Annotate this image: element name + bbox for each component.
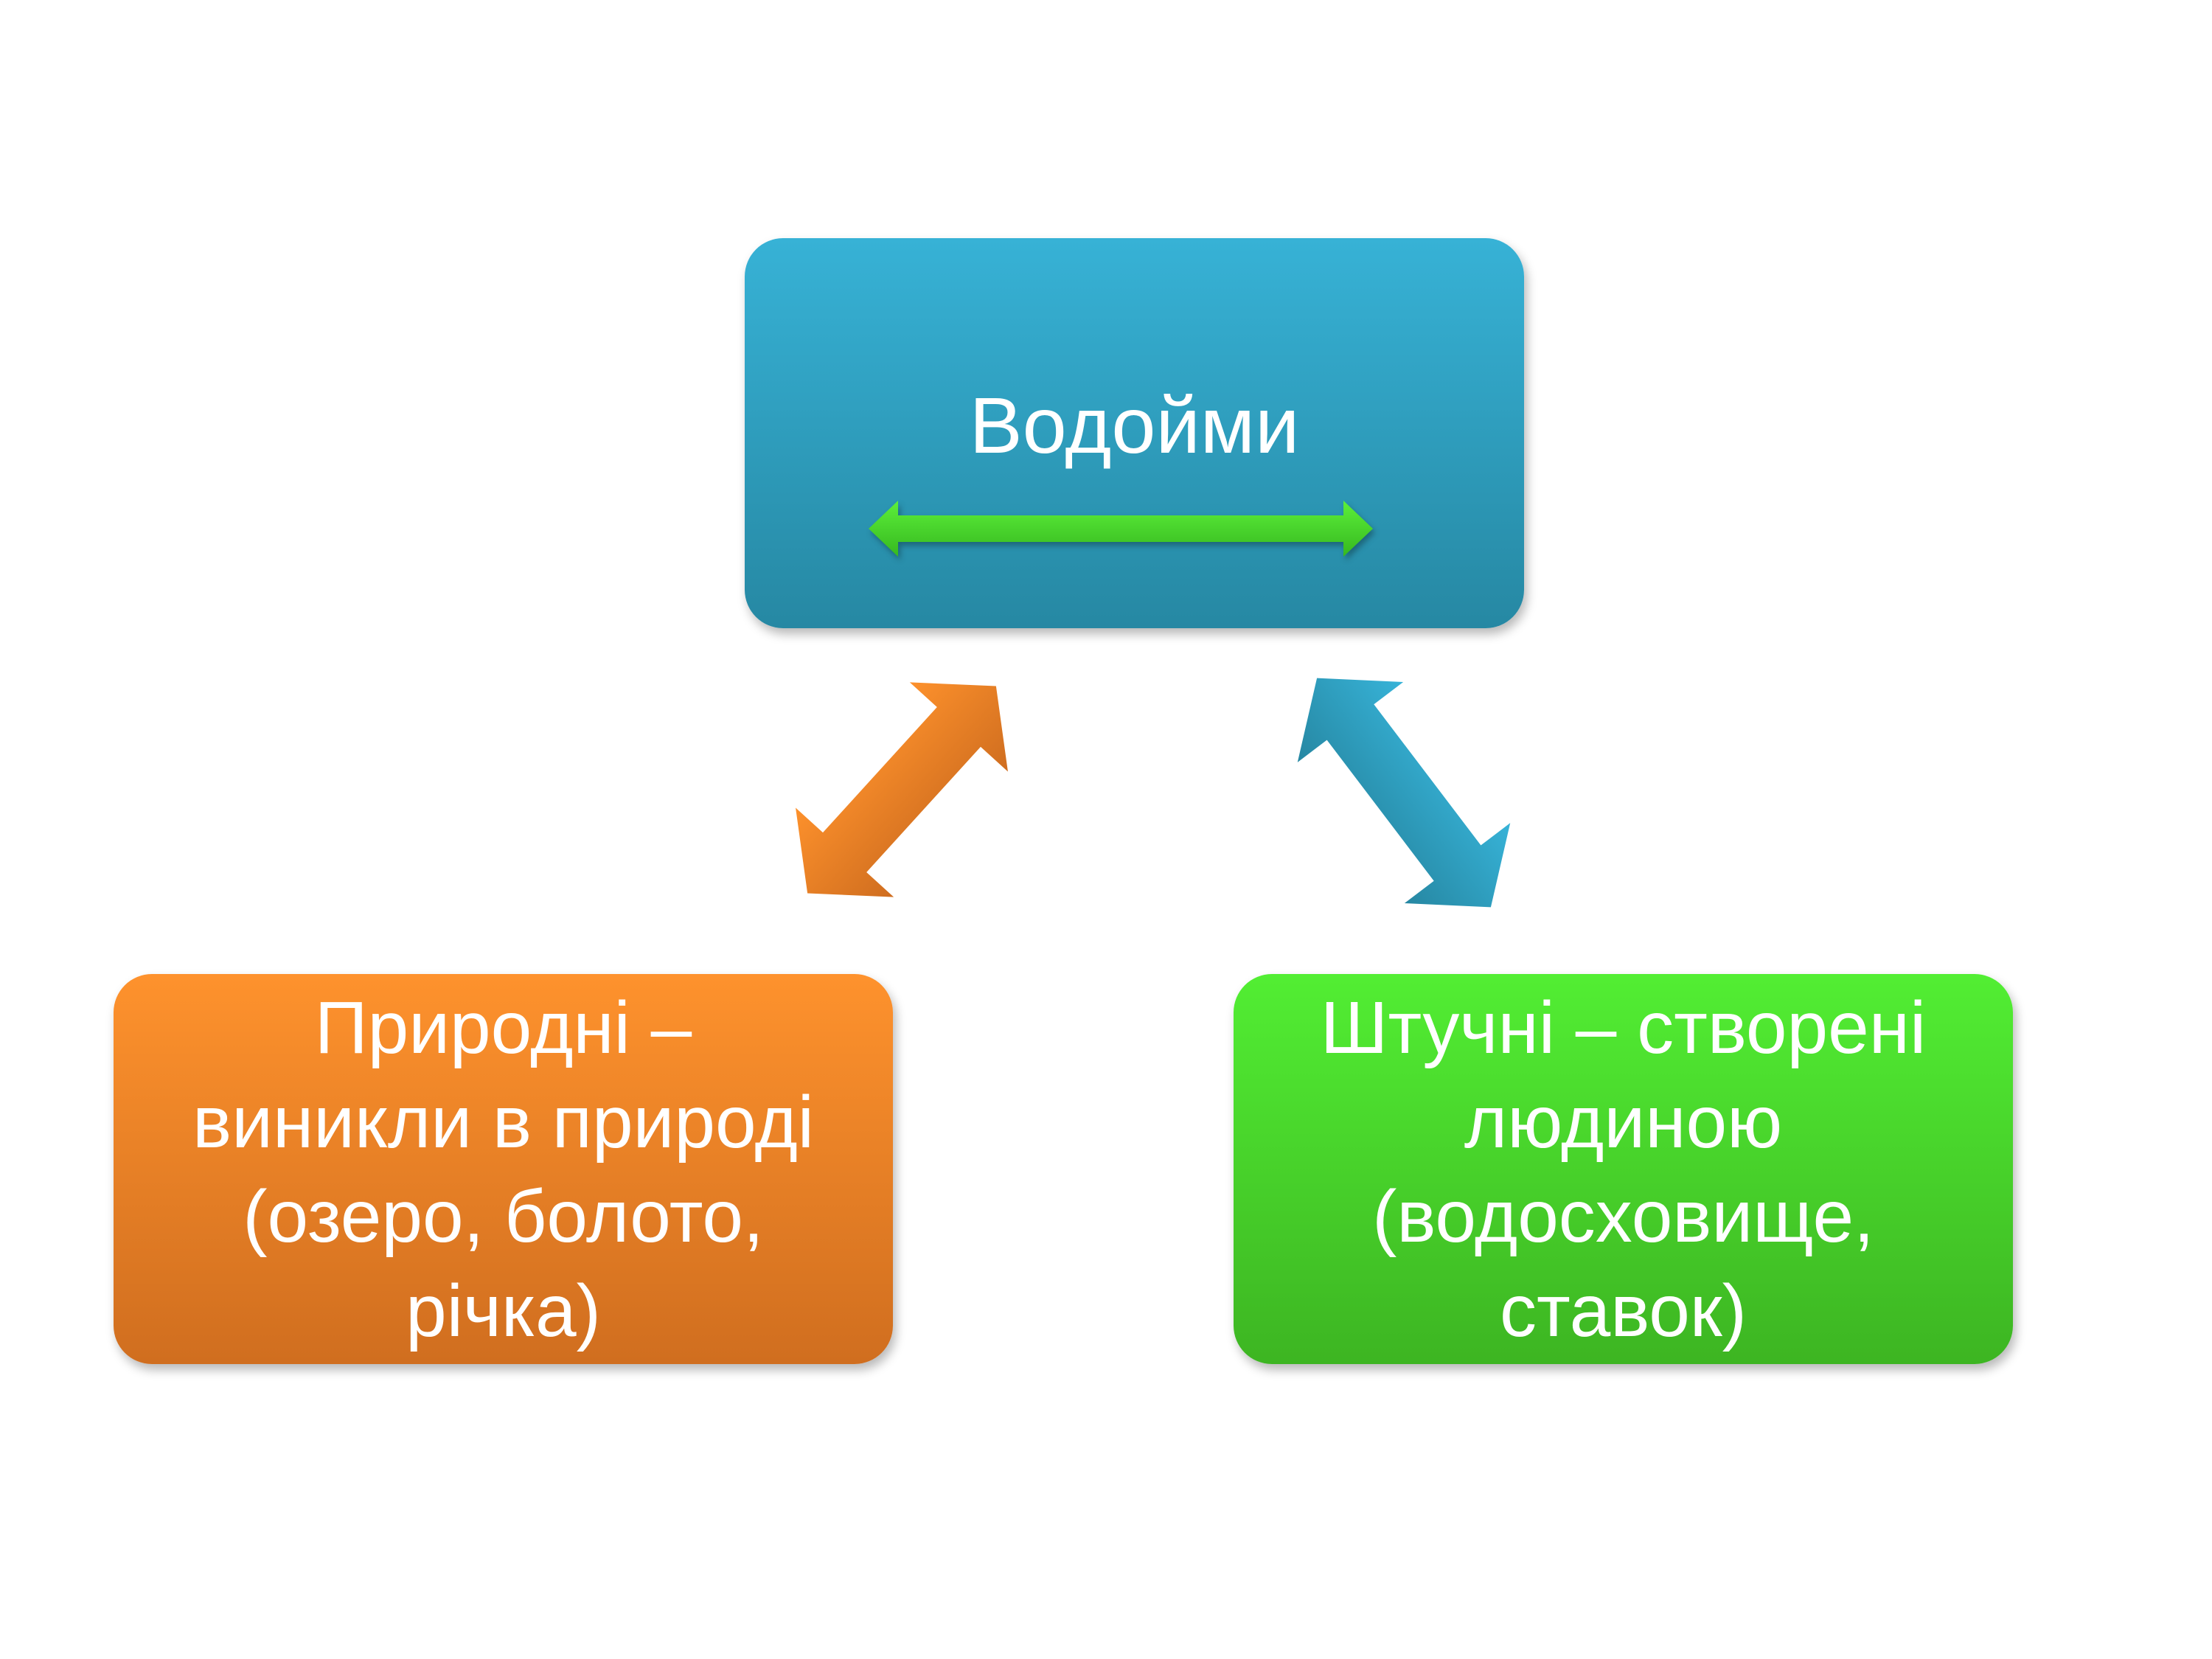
- text-line: ставок): [1500, 1269, 1747, 1352]
- node-title: Водойми: [969, 380, 1300, 470]
- text-line: (озеро, болото,: [243, 1175, 764, 1258]
- text-line: Штучні – створені: [1320, 986, 1927, 1069]
- node-text: Штучні – створені людиною (водосховище, …: [1321, 981, 1926, 1358]
- text-line: (водосховище,: [1372, 1175, 1874, 1258]
- node-natural: Природні – виникли в природі (озеро, бол…: [114, 974, 893, 1364]
- orange-double-arrow-icon: [796, 682, 1008, 897]
- node-text: Природні – виникли в природі (озеро, бол…: [192, 981, 814, 1358]
- text-line: людиною: [1464, 1080, 1783, 1164]
- text-line: річка): [406, 1269, 601, 1352]
- text-line: виникли в природі: [192, 1080, 815, 1164]
- green-double-arrow-icon: [869, 501, 1373, 557]
- node-artificial: Штучні – створені людиною (водосховище, …: [1234, 974, 2013, 1364]
- node-water-bodies: Водойми: [745, 238, 1524, 628]
- text-line: Природні –: [314, 986, 692, 1069]
- blue-double-arrow-icon: [1297, 678, 1511, 908]
